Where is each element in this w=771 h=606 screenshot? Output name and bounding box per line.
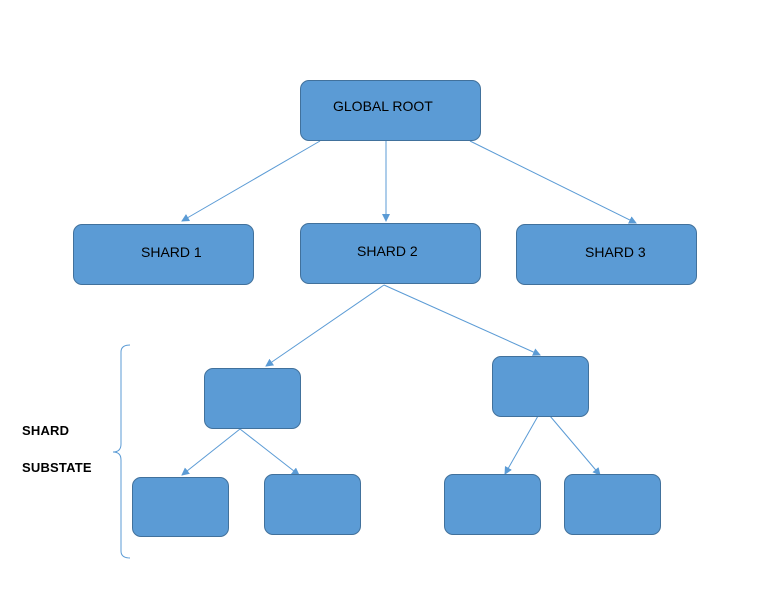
- edge-root-shard3: [469, 140, 637, 224]
- global-root-label: GLOBAL ROOT: [333, 98, 433, 114]
- substate-leaf-3: [444, 474, 541, 535]
- shard-3-label: SHARD 3: [585, 244, 646, 260]
- edge-root-shard1: [181, 140, 321, 222]
- edge-shard2-right-child: [383, 284, 541, 356]
- substate-brace: [112, 344, 131, 559]
- edge-right-child-leaf2: [549, 415, 601, 476]
- substate-leaf-4: [564, 474, 661, 535]
- substate-right-node: [492, 356, 589, 417]
- shard-2-node: SHARD 2: [300, 223, 481, 284]
- substate-label-line1: SHARD: [22, 423, 70, 438]
- shard-1-node: SHARD 1: [73, 224, 254, 285]
- edge-shard2-left-child: [265, 284, 385, 367]
- substate-leaf-1: [132, 477, 229, 537]
- substate-left-node: [204, 368, 301, 429]
- substate-label-line2: SUBSTATE: [22, 460, 92, 475]
- edge-left-child-leaf1: [181, 428, 241, 476]
- edge-right-child-leaf1: [504, 415, 539, 475]
- global-root-node: GLOBAL ROOT: [300, 80, 481, 141]
- shard-2-label: SHARD 2: [357, 243, 418, 259]
- shard-1-label: SHARD 1: [141, 244, 202, 260]
- edge-left-child-leaf2: [239, 428, 300, 476]
- substate-leaf-2: [264, 474, 361, 535]
- shard-3-node: SHARD 3: [516, 224, 697, 285]
